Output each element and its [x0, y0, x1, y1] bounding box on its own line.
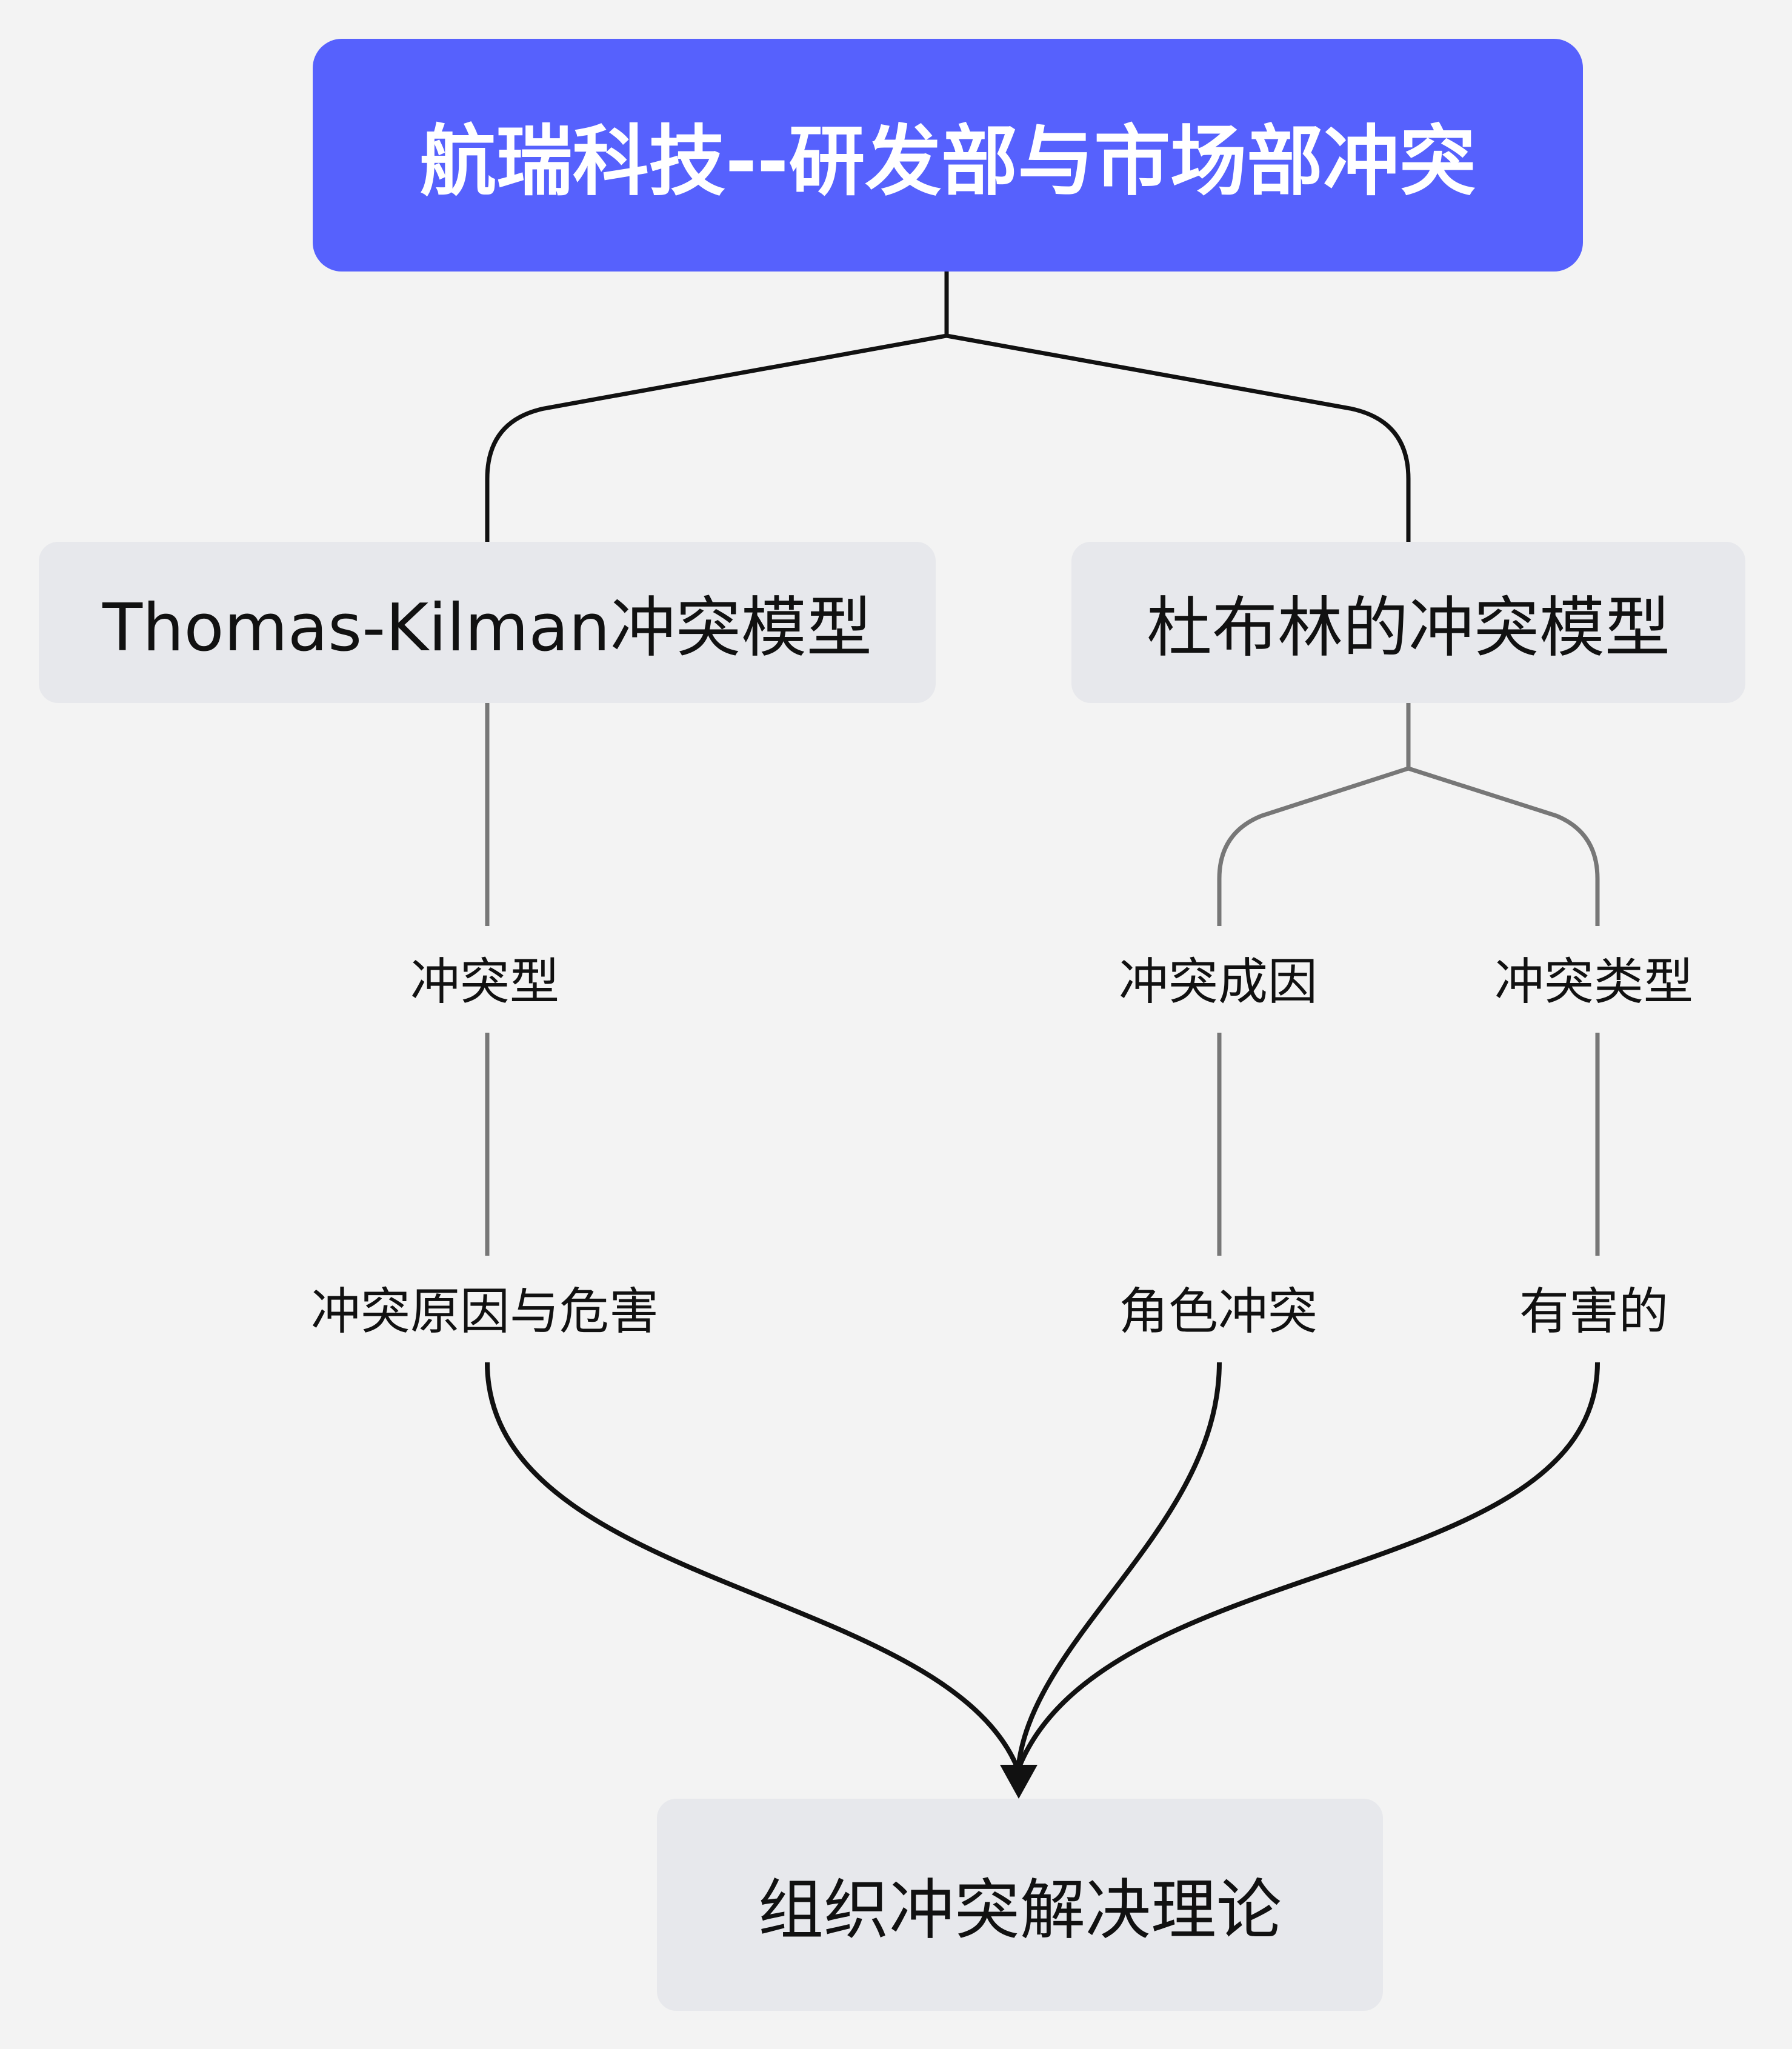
conflict-type-label: 冲突型: [410, 953, 559, 1011]
dubrin-model-label: 杜布林的冲突模型: [1146, 590, 1670, 666]
harmful-label: 有害的: [1519, 1282, 1668, 1341]
arrowhead-icon: [1000, 1765, 1038, 1799]
harm-to-bottom-arrow: [485, 1362, 1021, 1771]
conflict-cause-harm-label: 冲突原因与危害: [310, 1282, 659, 1341]
harmful-to-bottom-arrow: [1016, 1362, 1600, 1771]
dubrin-model-node[interactable]: 杜布林的冲突模型: [1071, 542, 1745, 703]
org-conflict-theory-node[interactable]: 组织冲突解决理论: [657, 1799, 1383, 2011]
thomas-kilman-model-node[interactable]: Thomas-Kilman冲突模型: [39, 542, 936, 703]
thomas-kilman-model-label: Thomas-Kilman冲突模型: [102, 590, 872, 666]
root-title: 航瑞科技--研发部与市场部冲突: [419, 117, 1476, 206]
org-conflict-theory-label: 组织冲突解决理论: [758, 1873, 1282, 1948]
right-model-split-connector: [1217, 703, 1600, 926]
role-to-bottom-arrow: [1016, 1362, 1222, 1770]
role-conflict-label: 角色冲突: [1118, 1282, 1317, 1341]
root-to-models-connector: [485, 272, 1411, 542]
root-title-node[interactable]: 航瑞科技--研发部与市场部冲突: [313, 39, 1583, 272]
conflict-kind-label: 冲突类型: [1494, 953, 1693, 1011]
conflict-cause-label: 冲突成因: [1118, 953, 1317, 1011]
